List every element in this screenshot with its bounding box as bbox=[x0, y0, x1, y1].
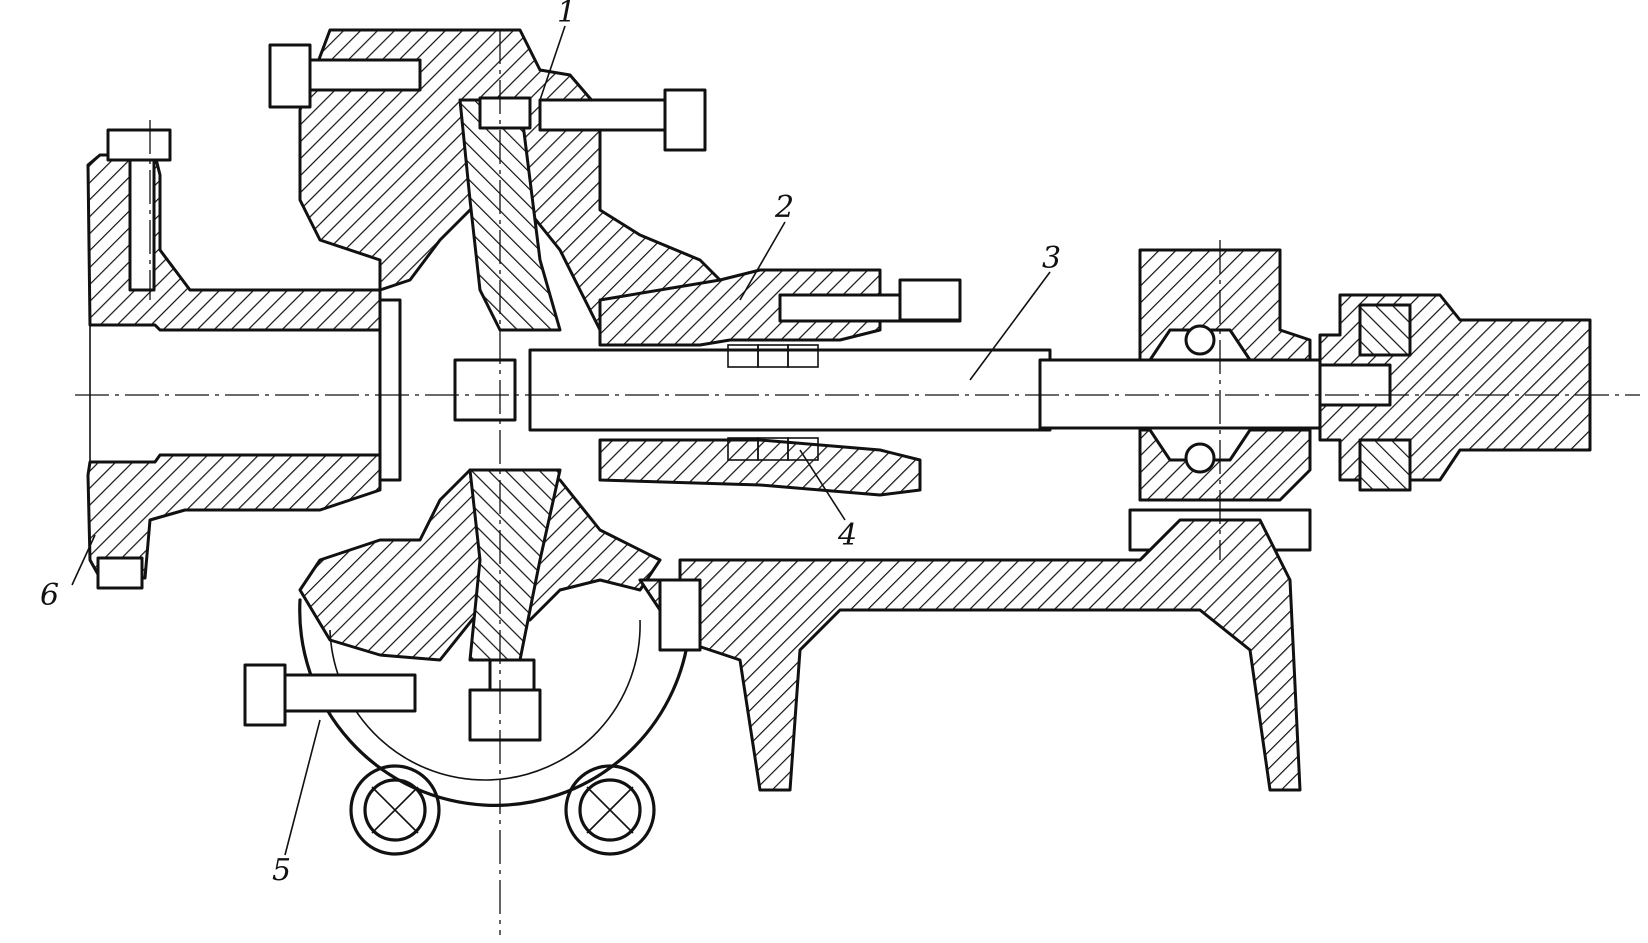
stuffing-box bbox=[598, 268, 962, 497]
pump-bracket-base bbox=[638, 518, 1302, 792]
center-lines bbox=[75, 30, 1640, 935]
callout-5: 5 bbox=[272, 853, 291, 888]
callout-6: 6 bbox=[40, 578, 59, 613]
inlet-nozzle bbox=[86, 128, 382, 590]
leader-lines bbox=[71, 25, 1051, 856]
packing-rings bbox=[727, 344, 819, 461]
callout-1: 1 bbox=[557, 0, 576, 30]
callout-3: 3 bbox=[1042, 241, 1061, 276]
callout-4: 4 bbox=[837, 518, 857, 553]
drain-plug bbox=[243, 663, 656, 856]
impeller bbox=[458, 96, 562, 742]
coupling bbox=[1318, 293, 1592, 492]
shaft bbox=[378, 298, 1322, 482]
callout-2: 2 bbox=[774, 190, 794, 225]
